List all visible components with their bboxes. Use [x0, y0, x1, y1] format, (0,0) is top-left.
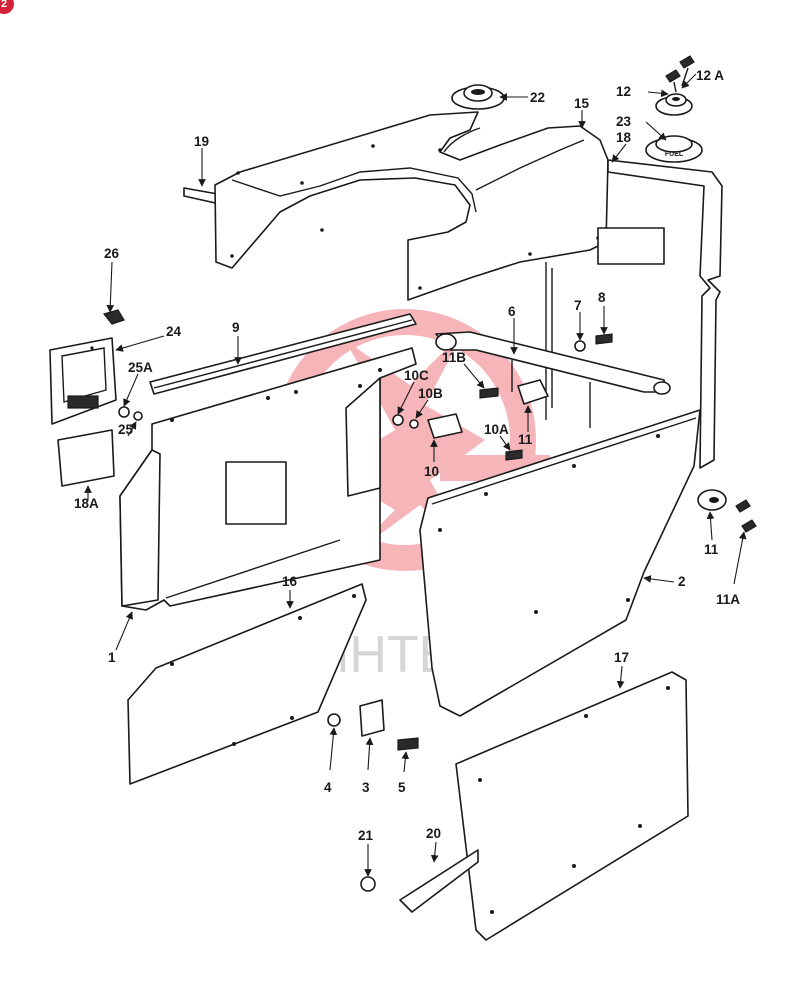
part-6-frame[interactable] — [435, 331, 671, 428]
label-16: 16 — [282, 574, 298, 589]
part-2-right-panel[interactable] — [419, 409, 701, 717]
part-11a-keys[interactable] — [735, 499, 757, 533]
part-labels: 22 12 12 A 23 18 15 19 26 24 25A 25 18A … — [74, 68, 740, 843]
label-12: 12 — [616, 84, 631, 99]
part-12-locking-cap[interactable] — [655, 93, 693, 116]
label-7: 7 — [574, 298, 582, 313]
label-2: 2 — [678, 574, 686, 589]
part-15-hood[interactable] — [214, 111, 609, 301]
part-10b-washer[interactable] — [409, 419, 419, 429]
part-25-nut[interactable] — [133, 411, 143, 421]
label-10: 10 — [424, 464, 439, 479]
part-21-bolt[interactable] — [360, 876, 376, 892]
part-1-left-panel[interactable] — [119, 347, 417, 611]
label-10c: 10C — [404, 368, 429, 383]
part-12a-keys[interactable] — [665, 55, 695, 93]
part-11-lock[interactable] — [697, 489, 727, 511]
label-6: 6 — [508, 304, 516, 319]
label-11b: 11B — [442, 350, 466, 365]
part-20-rail[interactable] — [399, 849, 479, 913]
part-26-screw[interactable] — [102, 309, 125, 325]
label-23: 23 — [616, 114, 632, 129]
label-5: 5 — [398, 780, 406, 795]
label-11a: 11A — [716, 592, 740, 607]
label-9: 9 — [232, 320, 240, 335]
part-11b-screw[interactable] — [479, 387, 499, 399]
fuel-cap-text: FUEL — [665, 151, 684, 158]
label-1: 1 — [108, 650, 116, 665]
label-21: 21 — [358, 828, 374, 843]
part-25a-washer[interactable] — [118, 406, 130, 418]
label-17: 17 — [614, 650, 629, 665]
label-26: 26 — [104, 246, 120, 261]
part-10-catch[interactable] — [427, 413, 463, 439]
part-11-latch[interactable] — [517, 379, 549, 405]
part-18a-plate[interactable] — [57, 429, 115, 487]
label-18a: 18A — [74, 496, 99, 511]
part-18-right-panel[interactable] — [545, 159, 723, 469]
part-7-washer[interactable] — [574, 340, 586, 352]
part-22-grommet[interactable] — [451, 84, 505, 110]
part-24-bracket[interactable] — [49, 337, 117, 425]
part-16-lower-panel[interactable] — [127, 583, 367, 785]
label-22: 22 — [530, 90, 545, 105]
label-11-latch: 11 — [518, 432, 533, 447]
label-10b: 10B — [418, 386, 443, 401]
label-12a: 12 A — [696, 68, 724, 83]
part-4-nut[interactable] — [327, 713, 341, 727]
part-10c-nut[interactable] — [392, 414, 404, 426]
part-9-rail[interactable] — [149, 313, 417, 395]
label-24: 24 — [166, 324, 182, 339]
label-25: 25 — [118, 422, 134, 437]
part-8-bolt[interactable] — [595, 333, 613, 345]
label-10a: 10A — [484, 422, 509, 437]
part-17-lower-panel[interactable] — [455, 671, 689, 941]
part-5-bolt[interactable] — [397, 737, 419, 751]
label-19: 19 — [194, 134, 209, 149]
label-18: 18 — [616, 130, 632, 145]
leader-lines — [84, 73, 747, 877]
part-23-fuel-cap[interactable]: FUEL — [645, 135, 703, 163]
label-15: 15 — [574, 96, 590, 111]
part-10a-screw[interactable] — [505, 449, 523, 461]
page-badge: 2 — [0, 0, 14, 14]
label-3: 3 — [362, 780, 370, 795]
label-4: 4 — [324, 780, 332, 795]
label-25a: 25A — [128, 360, 153, 375]
label-11-lock: 11 — [704, 542, 719, 557]
label-8: 8 — [598, 290, 606, 305]
part-3-hinge[interactable] — [359, 699, 385, 737]
label-20: 20 — [426, 826, 441, 841]
